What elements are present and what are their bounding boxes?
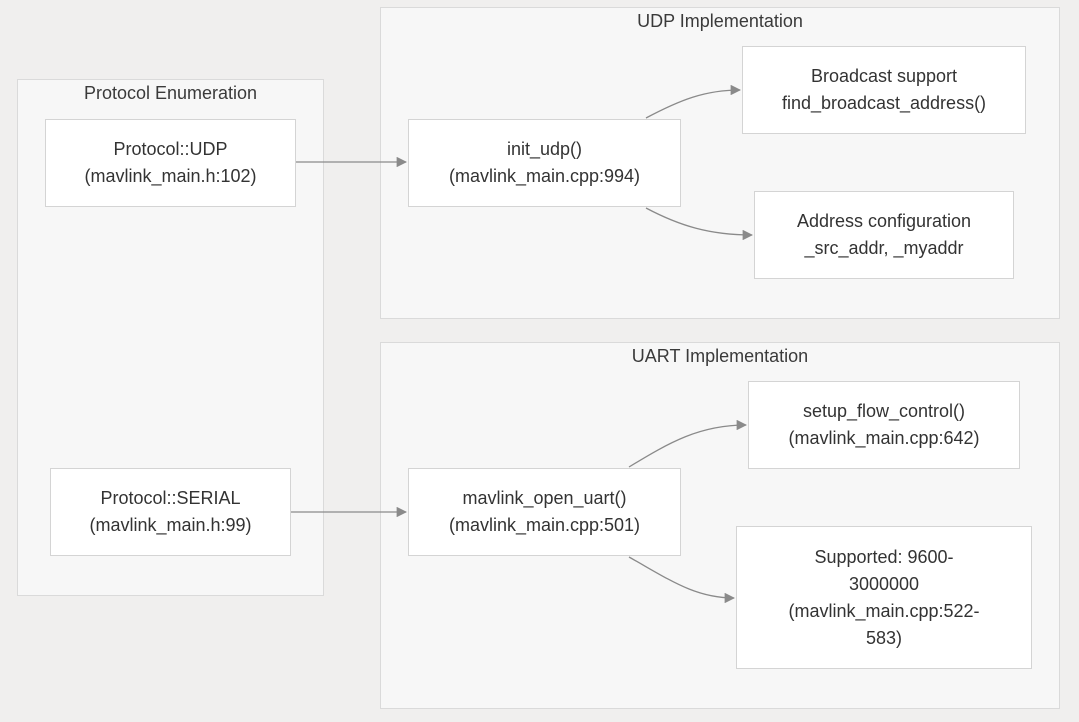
node-protocol-serial[interactable]: Protocol::SERIAL (mavlink_main.h:99): [50, 468, 291, 556]
node-setup-flow-control[interactable]: setup_flow_control() (mavlink_main.cpp:6…: [748, 381, 1020, 469]
node-supported-baud-rates-line2: 3000000: [848, 573, 920, 594]
node-protocol-udp-line1: Protocol::UDP: [113, 139, 228, 159]
node-mavlink-open-uart-line1: mavlink_open_uart(): [462, 488, 627, 508]
node-setup-flow-control-line2: (mavlink_main.cpp:642): [788, 428, 980, 448]
node-mavlink-open-uart-line2: (mavlink_main.cpp:501): [448, 515, 641, 535]
node-protocol-serial-line2: (mavlink_main.h:99): [89, 515, 252, 535]
node-protocol-udp-line2: (mavlink_main.h:102): [84, 166, 257, 186]
node-supported-baud-rates-line1: Supported: 9600-: [814, 546, 954, 567]
node-protocol-serial-line1: Protocol::SERIAL: [100, 488, 241, 508]
node-setup-flow-control-line1: setup_flow_control(): [802, 401, 966, 421]
node-broadcast-support[interactable]: Broadcast support find_broadcast_address…: [742, 46, 1026, 134]
node-supported-baud-rates-line3: (mavlink_main.cpp:522-: [788, 600, 980, 621]
node-broadcast-support-line2: find_broadcast_address(): [781, 93, 987, 113]
node-address-configuration-line1: Address configuration: [796, 211, 972, 231]
node-address-configuration[interactable]: Address configuration _src_addr, _myaddr: [754, 191, 1014, 279]
node-init-udp-line1: init_udp(): [506, 139, 583, 159]
node-address-configuration-line2: _src_addr, _myaddr: [804, 238, 964, 258]
node-broadcast-support-line1: Broadcast support: [810, 66, 958, 86]
node-supported-baud-rates[interactable]: Supported: 9600- 3000000 (mavlink_main.c…: [736, 526, 1032, 669]
node-init-udp[interactable]: init_udp() (mavlink_main.cpp:994): [408, 119, 681, 207]
node-init-udp-line2: (mavlink_main.cpp:994): [448, 166, 641, 186]
cluster-title-uart-implementation: UART Implementation: [631, 346, 809, 366]
node-supported-baud-rates-line4: 583): [865, 627, 903, 648]
cluster-title-protocol-enumeration: Protocol Enumeration: [83, 83, 258, 103]
cluster-title-udp-implementation: UDP Implementation: [637, 11, 803, 31]
node-protocol-udp[interactable]: Protocol::UDP (mavlink_main.h:102): [45, 119, 296, 207]
node-mavlink-open-uart[interactable]: mavlink_open_uart() (mavlink_main.cpp:50…: [408, 468, 681, 556]
